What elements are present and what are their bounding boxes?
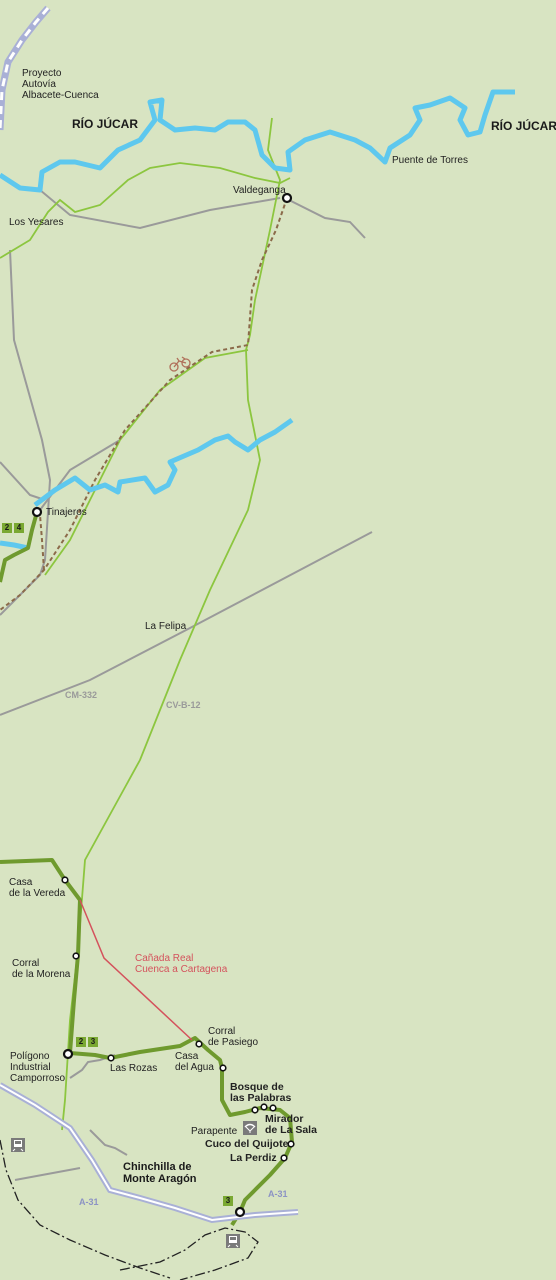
parapente-label: Parapente	[191, 1126, 238, 1137]
route-badge-4: 4	[14, 523, 24, 533]
casa-del-agua-label: Casa del Agua	[175, 1051, 214, 1073]
cv-b-12-label: CV-B-12	[166, 700, 201, 710]
corral-de-la-morena-label: Corral de la Morena	[12, 958, 71, 980]
proyecto-autovia-label: Proyecto Autovía Albacete-Cuenca	[22, 68, 99, 101]
rio-jucar-label: RÍO JÚCAR	[72, 117, 139, 131]
road-chinchilla-west	[14, 1167, 81, 1181]
a-31-label: A-31	[79, 1197, 99, 1207]
la-felipa-label: La Felipa	[145, 621, 187, 632]
node-casa-agua	[219, 1064, 227, 1072]
node-poligono	[62, 1048, 74, 1060]
cm-332-label: CM-332	[65, 690, 98, 700]
road-valdeganga-west	[39, 189, 281, 230]
route-badge-2: 2	[2, 523, 12, 533]
chinchilla-label: Chinchilla de Monte Aragón	[123, 1161, 197, 1185]
green-routes	[0, 511, 294, 1227]
casa-de-la-vereda-label: Casa de la Vereda	[9, 877, 66, 899]
proyecto-autovia-line	[0, 5, 51, 131]
road-valdeganga-east	[284, 197, 366, 239]
route-2-4	[0, 511, 39, 583]
node-tinajeros	[31, 506, 43, 518]
rio-jucar-west	[0, 540, 29, 551]
canada-real-label: Cañada Real Cuenca a Cartagena	[135, 953, 228, 975]
la-perdiz-label: La Perdiz	[230, 1152, 277, 1164]
motorway-a31	[0, 1082, 299, 1224]
bosque-de-las-palabras-label: Bosque de las Palabras	[230, 1081, 292, 1104]
node-las-rozas	[107, 1054, 115, 1062]
road-cm-332	[0, 531, 373, 716]
nodes	[31, 192, 295, 1218]
node-corral-morena	[72, 952, 80, 960]
train-station-icon	[11, 1138, 25, 1152]
las-rozas-label: Las Rozas	[110, 1063, 158, 1074]
bicycle-icon	[169, 356, 191, 372]
train-station-icon	[226, 1234, 240, 1248]
node-mirador-a	[260, 1103, 268, 1111]
route-badge-3: 3	[88, 1037, 98, 1047]
node-bosque	[251, 1106, 259, 1114]
road-tinajeros	[0, 249, 52, 616]
route-badge-3: 3	[223, 1196, 233, 1206]
node-south	[234, 1206, 246, 1218]
route-los-yesares	[0, 162, 291, 259]
rio-jucar-north	[0, 89, 515, 193]
road-tinajeros-ne	[39, 439, 121, 511]
node-valdeganga	[281, 192, 293, 204]
node-cuco	[287, 1140, 295, 1148]
tinajeros-label: Tinajeros	[46, 507, 87, 518]
canada-real-line	[79, 899, 193, 1041]
road-chinchilla-north	[89, 1129, 128, 1156]
roads	[0, 189, 373, 1181]
node-corral-pasiego	[195, 1040, 203, 1048]
node-perdiz	[280, 1154, 288, 1162]
los-yesares-label: Los Yesares	[9, 217, 64, 228]
valdeganga-label: Valdeganga	[233, 185, 286, 196]
mirador-de-la-sala-label: Mirador de La Sala	[265, 1113, 317, 1136]
route-badge-2: 2	[76, 1037, 86, 1047]
route-2-3	[0, 858, 294, 1213]
paragliding-icon	[243, 1121, 257, 1135]
rivers	[0, 89, 515, 551]
road-west-tinajeros	[0, 461, 46, 501]
route-bike-green	[44, 349, 249, 576]
corral-de-pasiego-label: Corral de Pasiego	[208, 1026, 259, 1048]
bike-path-tinajeros	[39, 514, 45, 571]
rio-jucar-label: RÍO JÚCAR	[491, 119, 556, 133]
rio-jucar-south	[33, 417, 294, 507]
puente-de-torres-label: Puente de Torres	[392, 155, 468, 166]
node-casa-vereda	[61, 876, 69, 884]
cuco-del-quijote-label: Cuco del Quijote	[205, 1138, 289, 1150]
railway	[0, 1139, 259, 1280]
poligono-industrial-label: Polígono Industrial Camporroso	[10, 1051, 66, 1084]
node-mirador-b	[269, 1104, 277, 1112]
a-31-label: A-31	[268, 1189, 288, 1199]
